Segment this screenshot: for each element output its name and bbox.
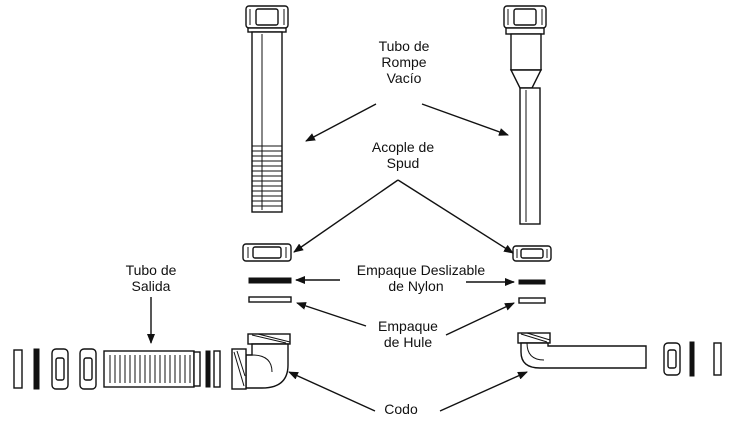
right-rubber-gasket [518,297,546,304]
right-spud-coupling-nut [512,245,552,262]
label-line: Empaque Deslizable [357,262,486,278]
left-spud-coupling-nut [242,243,292,262]
arrow-codo-right [439,371,528,412]
right-elbow [517,332,647,369]
label-line: Vacío [387,70,422,86]
arrow-hule-left [296,302,367,327]
label-tubo-rompe-vacio: Tubo de Rompe Vacío [379,38,430,86]
right-top-nut [503,5,547,35]
arrow-spud-right [397,179,514,254]
label-line: Tubo de [379,38,430,54]
label-line: de Hule [384,334,432,350]
label-empaque-deslizable: Empaque Deslizable de Nylon [357,262,486,294]
label-line: Acople de [372,139,434,155]
left-rubber-gasket [248,296,292,303]
right-nylon-slip-gasket [518,279,546,285]
outlet-tube [103,350,221,388]
label-line: Codo [384,401,418,417]
arrow-hule-right [445,302,515,336]
label-line: Tubo de [126,262,177,278]
label-line: Spud [387,155,420,171]
label-line: Salida [132,278,171,294]
arrow-rompe-right [421,103,509,136]
label-codo: Codo [384,401,418,417]
label-line: Empaque [378,318,438,334]
label-tubo-salida: Tubo de Salida [126,262,177,294]
label-empaque-hule: Empaque de Hule [378,318,438,350]
left-outlet-hardware [13,348,97,390]
arrow-codo-left [288,371,376,412]
leader-arrows [147,103,528,412]
left-elbow [231,333,291,390]
arrow-spud-left [293,179,399,253]
left-top-nut [245,5,289,33]
left-vacuum-breaker-tube [251,31,283,213]
arrow-rompe-left [305,103,377,142]
right-outlet-hardware [663,341,722,377]
right-vacuum-breaker-tube [509,33,543,225]
label-acople-spud: Acople de Spud [372,139,434,171]
left-nylon-slip-gasket [248,277,292,284]
label-line: Rompe [381,54,426,70]
label-line: de Nylon [388,278,443,294]
